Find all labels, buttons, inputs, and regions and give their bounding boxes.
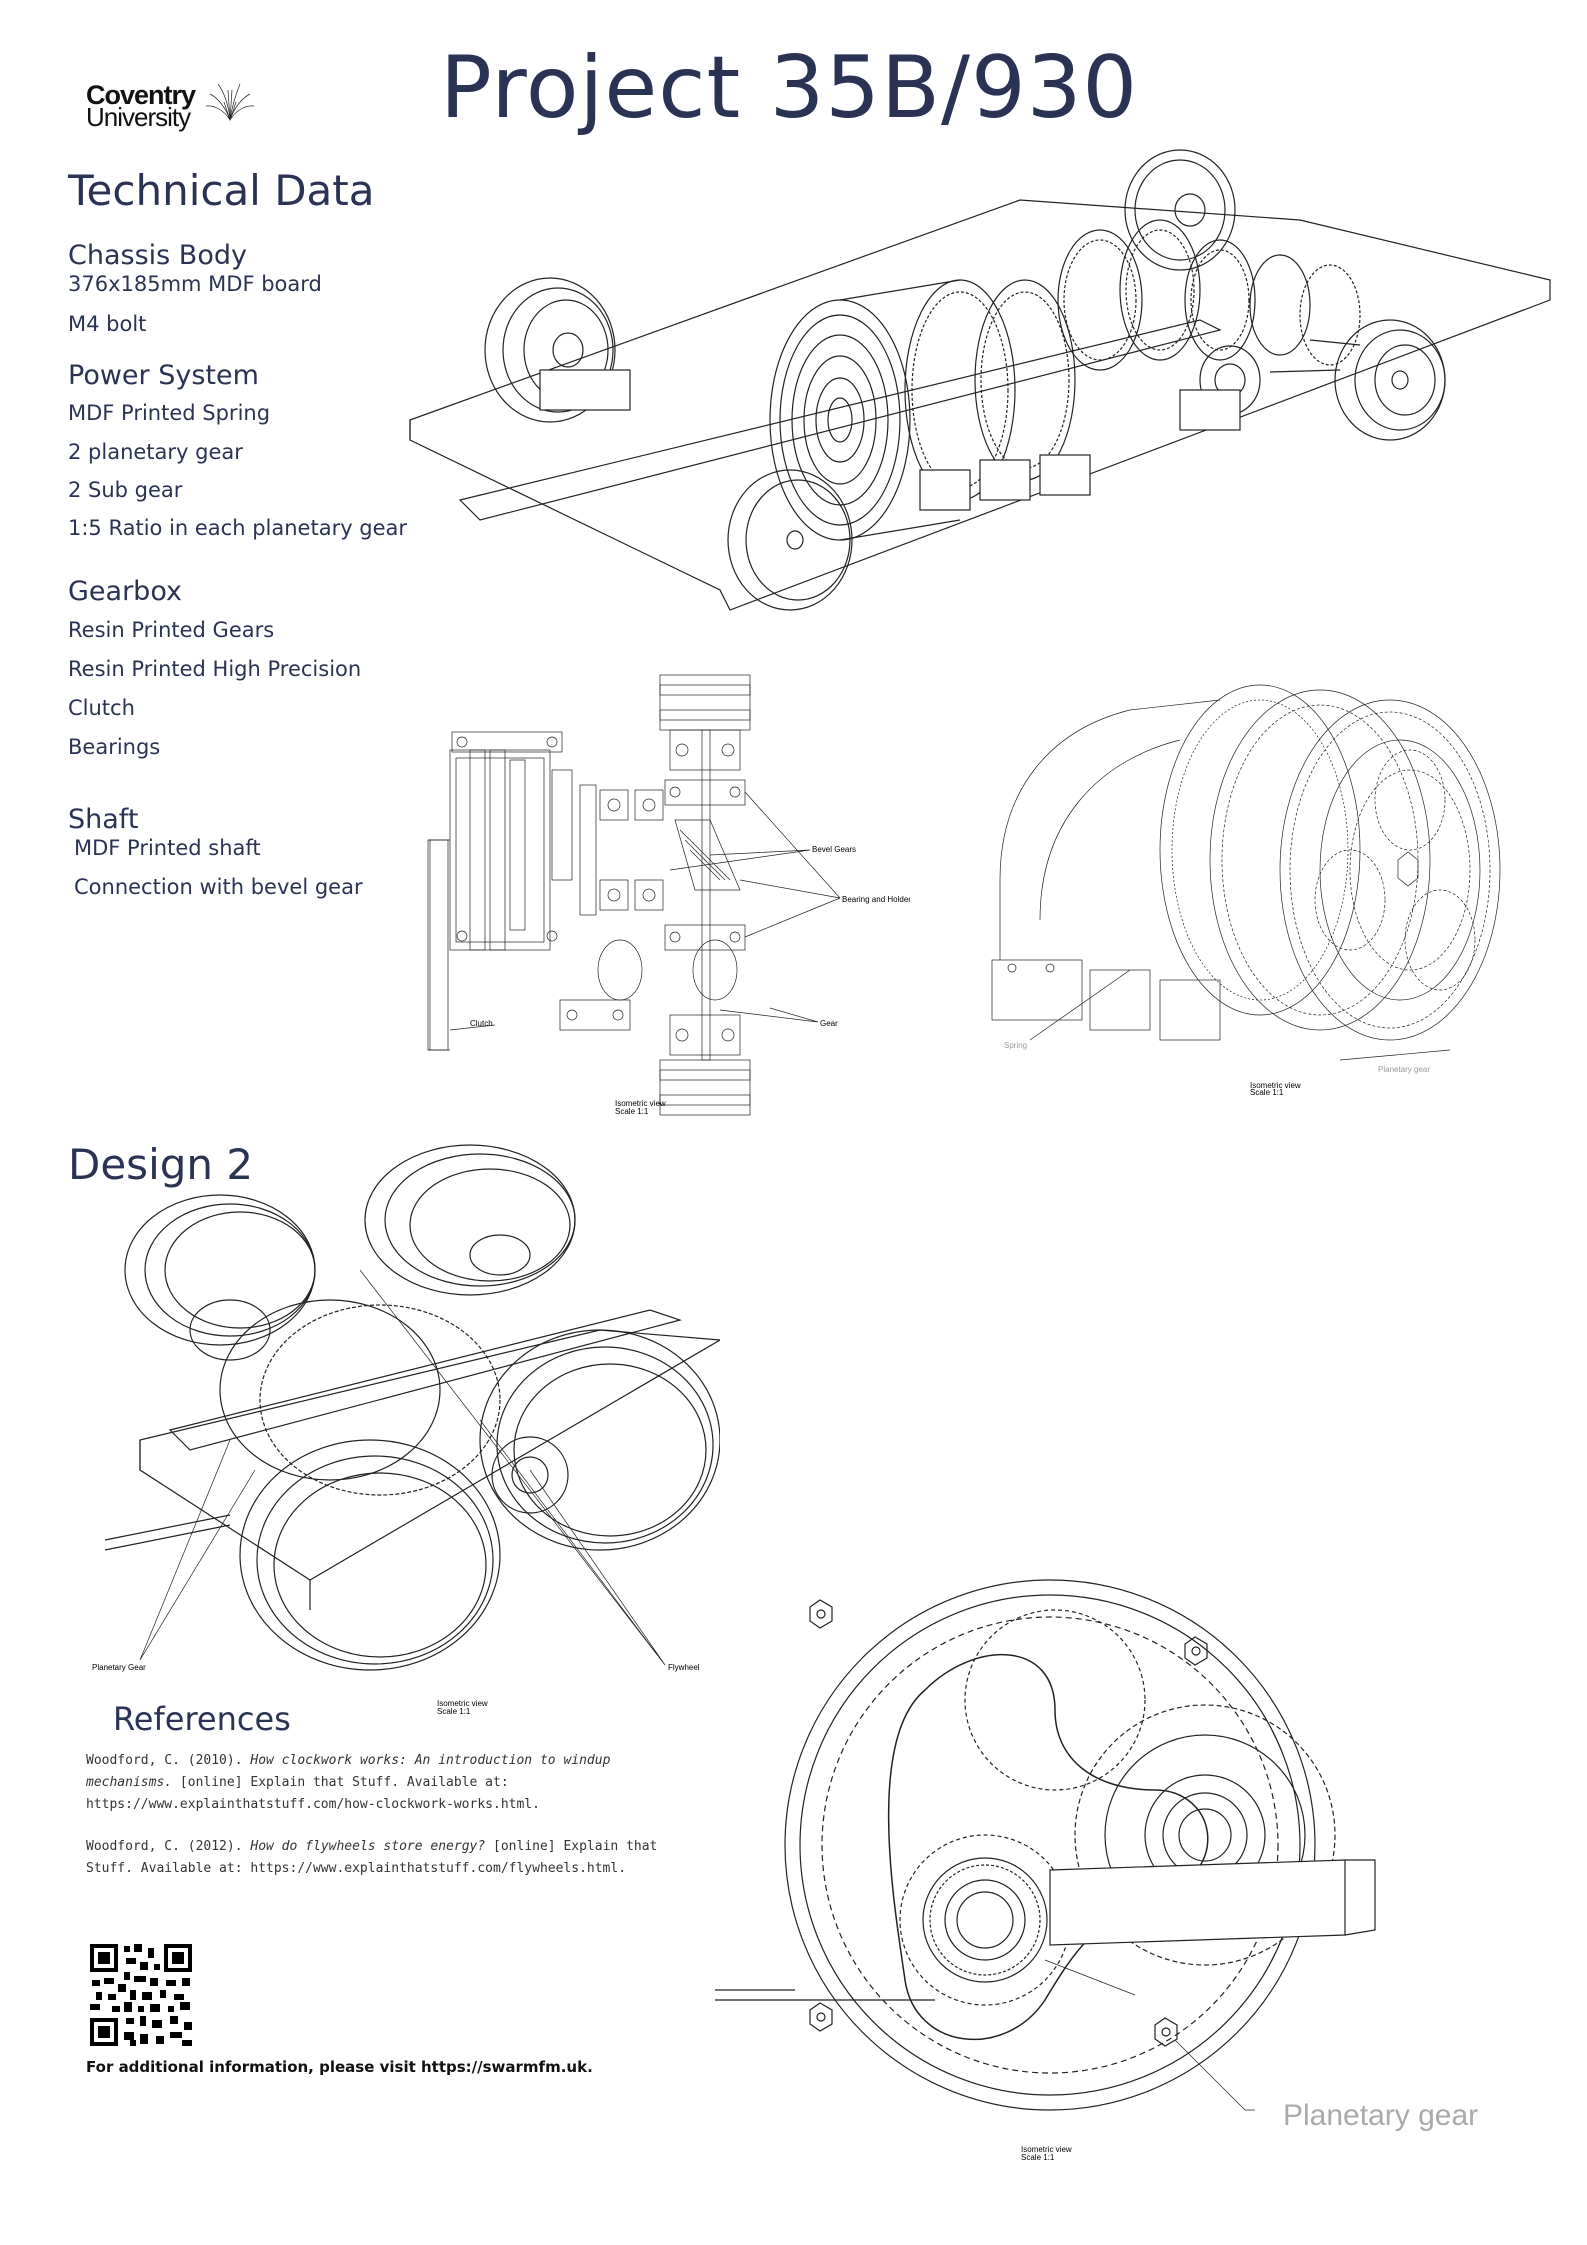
planetary-gear-label: Planetary gear — [1378, 1065, 1430, 1074]
gearbox-heading: Gearbox — [68, 576, 182, 607]
reference-2-source: [online] Explain that Stuff. Available a… — [86, 1839, 658, 1876]
coventry-university-logo: Coventry University — [86, 80, 255, 132]
chassis-heading: Chassis Body — [68, 240, 247, 271]
phoenix-icon — [205, 83, 255, 122]
bevel-gears-label: Bevel Gears — [812, 845, 856, 854]
flywheel-label: Flywheel — [668, 1663, 700, 1672]
reference-2-author: Woodford, C. (2012). — [86, 1839, 251, 1854]
references-heading: References — [113, 1700, 291, 1738]
gearbox-item: Bearings — [68, 735, 161, 759]
bearing-holder-label: Bearing and Holder — [842, 895, 910, 904]
chassis-item: M4 bolt — [68, 312, 147, 336]
additional-info-text: For additional information, please visit… — [86, 2058, 593, 2076]
design-2-drawing: Planetary Gear Flywheel Isometric view S… — [92, 1144, 720, 1716]
isometric-caption: Isometric view — [437, 1699, 488, 1708]
gearbox-item: Resin Printed High Precision — [68, 657, 362, 681]
gearbox-item: Resin Printed Gears — [68, 618, 275, 642]
scale-caption: Scale 1:1 — [437, 1707, 471, 1716]
shaft-item: MDF Printed shaft — [74, 836, 261, 860]
reference-1: Woodford, C. (2010). How clockwork works… — [86, 1750, 686, 1816]
gearbox-item: Clutch — [68, 696, 135, 720]
logo-line-2: University — [86, 102, 191, 132]
shaft-heading: Shaft — [68, 804, 139, 835]
planetary-gear-label: Planetary gear — [1283, 2099, 1478, 2132]
isometric-caption: Isometric view — [615, 1099, 666, 1108]
chassis-item: 376x185mm MDF board — [68, 272, 322, 296]
power-item: 2 Sub gear — [68, 478, 183, 502]
isometric-caption: Isometric view — [1021, 2145, 1072, 2154]
power-item: 1:5 Ratio in each planetary gear — [68, 516, 408, 540]
power-item: MDF Printed Spring — [68, 401, 271, 425]
spring-planetary-drawing: Spring Planetary gear Isometric view Sca… — [991, 684, 1501, 1097]
scale-caption: Scale 1:1 — [1021, 2153, 1055, 2162]
spring-label: Spring — [1004, 1041, 1027, 1050]
reference-2-title: How do flywheels store energy? — [250, 1839, 486, 1854]
page-title: Project 35B/930 — [440, 38, 1139, 138]
power-item: 2 planetary gear — [68, 440, 243, 464]
exploded-view-drawing: Bevel Gears Bearing and Holder Gear Clut… — [427, 674, 910, 1116]
reference-1-author: Woodford, C. (2010). — [86, 1753, 251, 1768]
design-2-heading: Design 2 — [68, 1140, 254, 1189]
scale-caption: Scale 1:1 — [1250, 1088, 1284, 1097]
scale-caption: Scale 1:1 — [615, 1107, 649, 1116]
reference-2: Woodford, C. (2012). How do flywheels st… — [86, 1836, 686, 1880]
qr-code[interactable] — [90, 1944, 192, 2046]
isometric-caption: Isometric view — [1250, 1081, 1301, 1090]
gear-label: Gear — [820, 1019, 838, 1028]
chassis-isometric-drawing — [409, 149, 1551, 611]
technical-data-heading: Technical Data — [68, 166, 375, 215]
clutch-label: Clutch — [470, 1019, 493, 1028]
logo-line-1: Coventry — [86, 80, 196, 110]
planetary-gear-label: Planetary Gear — [92, 1663, 146, 1672]
reference-1-title: How clockwork works: An introduction to … — [86, 1753, 611, 1790]
shaft-item: Connection with bevel gear — [74, 875, 363, 899]
reference-1-source: [online] Explain that Stuff. Available a… — [86, 1775, 540, 1812]
planetary-gear-drawing: Planetary gear Isometric view Scale 1:1 — [715, 1579, 1478, 2162]
power-system-heading: Power System — [68, 360, 259, 391]
